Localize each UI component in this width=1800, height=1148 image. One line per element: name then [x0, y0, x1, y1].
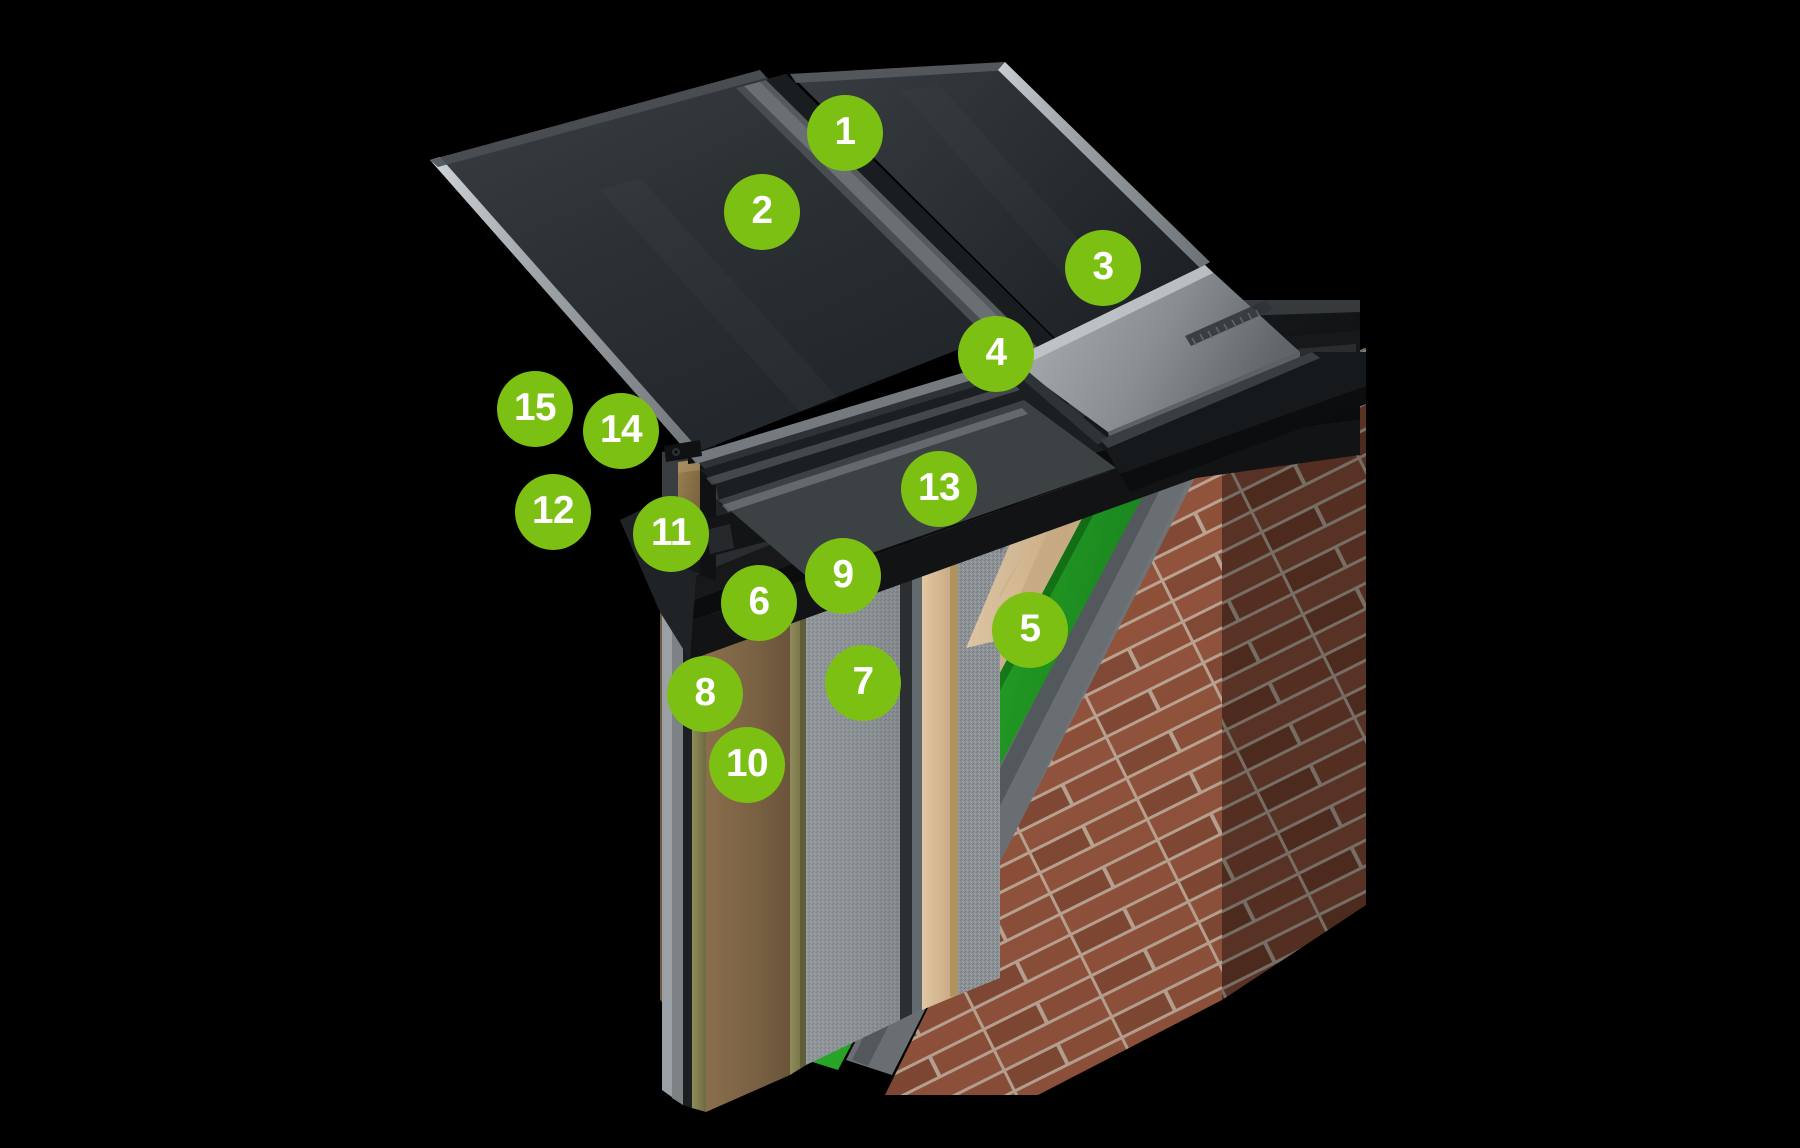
hotspot-2[interactable]: 2	[724, 174, 800, 250]
hotspot-8[interactable]: 8	[667, 656, 743, 732]
hotspot-number: 7	[852, 659, 874, 703]
threaded-bar-detail	[1185, 300, 1272, 346]
hotspot-6[interactable]: 6	[721, 565, 797, 641]
hotspot-10[interactable]: 10	[709, 727, 785, 803]
hotspot-number: 5	[1019, 606, 1041, 650]
hotspot-7[interactable]: 7	[825, 645, 901, 721]
hotspot-number: 15	[513, 385, 557, 429]
hotspot-15[interactable]: 15	[497, 371, 573, 447]
hotspot-number: 4	[985, 330, 1007, 374]
hotspot-number: 2	[751, 188, 773, 232]
hotspot-number: 8	[694, 670, 716, 714]
hotspot-12[interactable]: 12	[515, 474, 591, 550]
hotspot-9[interactable]: 9	[805, 538, 881, 614]
hotspot-number: 12	[531, 488, 575, 532]
glass-pane-left	[430, 70, 1008, 455]
hotspot-3[interactable]: 3	[1065, 230, 1141, 306]
hotspot-14[interactable]: 14	[583, 393, 659, 469]
hotspot-1[interactable]: 1	[807, 95, 883, 171]
hotspot-13[interactable]: 13	[901, 451, 977, 527]
hotspot-5[interactable]: 5	[992, 592, 1068, 668]
hotspot-number: 11	[651, 510, 691, 554]
stud-insulation-bay	[806, 472, 1000, 1065]
hotspot-number: 14	[599, 407, 643, 451]
jamb-fixing-detail	[664, 440, 702, 462]
hotspot-number: 6	[748, 579, 770, 623]
hotspot-4[interactable]: 4	[958, 316, 1034, 392]
hotspot-number: 13	[917, 465, 961, 509]
hotspot-number: 10	[725, 741, 769, 785]
hotspot-number: 9	[832, 552, 854, 596]
hotspot-number: 1	[834, 109, 856, 153]
hotspot-number: 3	[1092, 244, 1114, 288]
hotspot-11[interactable]: 11	[633, 496, 709, 572]
head-flashing	[1100, 352, 1366, 492]
